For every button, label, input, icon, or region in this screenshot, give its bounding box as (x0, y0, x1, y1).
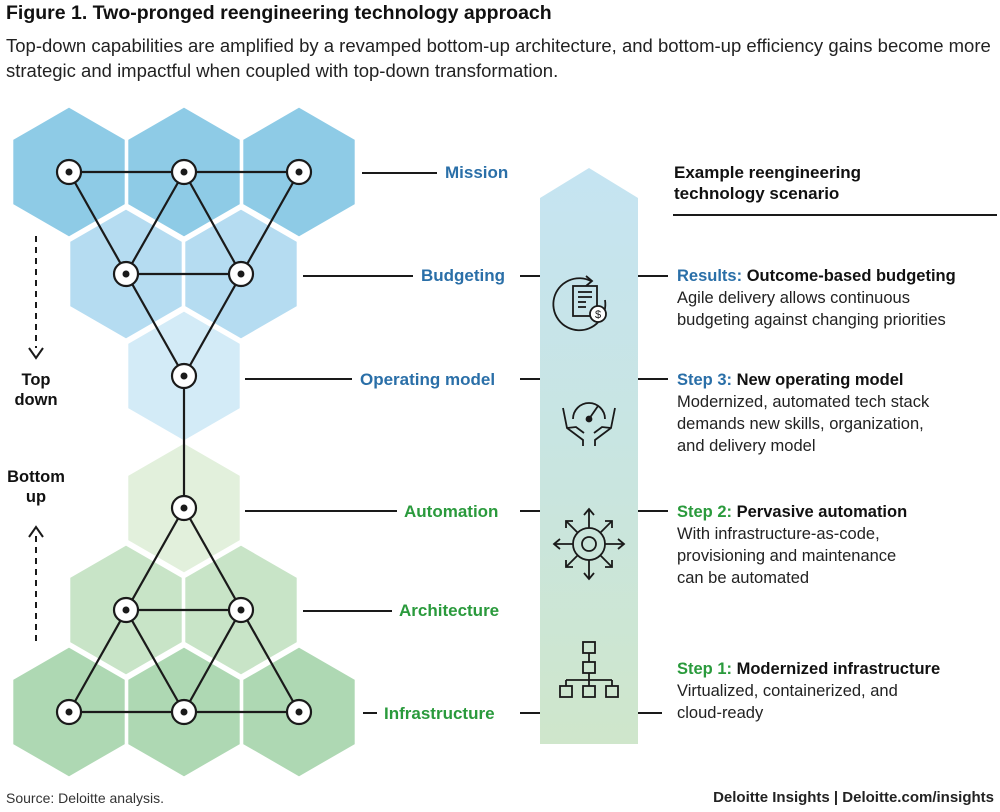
step-desc-line: Agile delivery allows continuous (677, 289, 910, 307)
step-label: Step 3: (677, 371, 733, 389)
top-down-label: Top down (4, 370, 68, 410)
network-node (170, 362, 198, 390)
automation-gear-icon (552, 507, 626, 581)
network-node (170, 158, 198, 186)
bottom-up-arrowhead (28, 525, 44, 538)
step-results: Results: Outcome-based budgeting Agile d… (677, 265, 997, 331)
network-node (170, 698, 198, 726)
figure-subtitle: Top-down capabilities are amplified by a… (6, 35, 991, 81)
step-desc-line: Modernized, automated tech stack (677, 393, 930, 411)
step-desc-line: With infrastructure-as-code, (677, 525, 880, 543)
level-label-mission: Mission (445, 163, 509, 182)
top-down-label-line2: down (14, 391, 58, 409)
network-node (55, 698, 83, 726)
step-desc-line: provisioning and maintenance (677, 547, 897, 565)
step-title: Pervasive automation (736, 503, 908, 521)
network-edge (125, 609, 185, 713)
step-label: Step 1: (677, 660, 733, 678)
level-label-operating-model: Operating model (360, 370, 496, 389)
network-node (227, 596, 255, 624)
brand-footer: Deloitte Insights | Deloitte.com/insight… (713, 789, 994, 806)
level-label-automation: Automation (404, 502, 499, 521)
network-node (170, 494, 198, 522)
level-label-budgeting: Budgeting (421, 266, 506, 285)
network-node (112, 596, 140, 624)
source-note: Source: Deloitte analysis. (6, 790, 164, 806)
step-desc-line: budgeting against changing priorities (677, 311, 946, 329)
level-label-infrastructure: Infrastructure (384, 704, 495, 723)
step-title: Modernized infrastructure (736, 660, 941, 678)
step-title: Outcome-based budgeting (746, 267, 956, 285)
network-edge (183, 609, 242, 713)
network-node (55, 158, 83, 186)
step-desc-line: and delivery model (677, 437, 816, 455)
hierarchy-network-icon (559, 641, 619, 698)
network-node (227, 260, 255, 288)
step-label: Results: (677, 267, 743, 285)
hands-gauge-icon (562, 402, 616, 446)
step-title: New operating model (736, 371, 904, 389)
network-node (112, 260, 140, 288)
bottom-up-label-line2: up (25, 488, 47, 506)
bottom-up-label-line1: Bottom (7, 468, 65, 486)
top-down-arrowhead (28, 347, 44, 360)
step-desc-line: Virtualized, containerized, and (677, 682, 898, 700)
step-2: Step 2: Pervasive automation With infras… (677, 501, 997, 589)
network-node (285, 158, 313, 186)
scenario-heading-line2: technology scenario (674, 184, 840, 203)
network-edge (125, 171, 185, 275)
step-desc-line: demands new skills, organization, (677, 415, 924, 433)
figure-title: Figure 1. Two-pronged reengineering tech… (6, 2, 552, 24)
step-1: Step 1: Modernized infrastructure Virtua… (677, 658, 997, 724)
network-edge (183, 171, 242, 275)
network-node (285, 698, 313, 726)
step-3: Step 3: New operating model Modernized, … (677, 369, 997, 457)
level-label-architecture: Architecture (399, 601, 500, 620)
step-desc-line: cloud-ready (677, 704, 764, 722)
progress-arrow (540, 168, 638, 744)
svg-text:$: $ (595, 309, 601, 321)
scenario-heading: Example reengineering technology scenari… (674, 162, 861, 204)
scenario-heading-line1: Example reengineering (674, 163, 862, 182)
bottom-up-label: Bottom up (0, 467, 72, 507)
step-label: Step 2: (677, 503, 733, 521)
top-down-label-line1: Top (21, 371, 51, 389)
step-desc-line: can be automated (677, 569, 810, 587)
budget-document-icon: $ (552, 275, 607, 332)
